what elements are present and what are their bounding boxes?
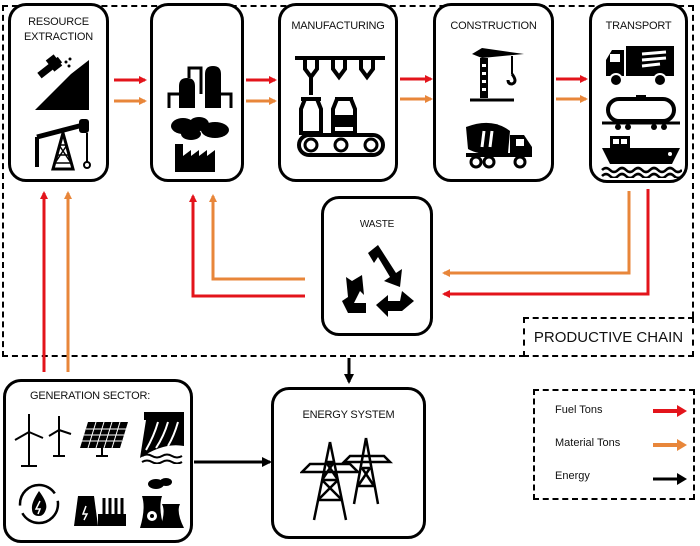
wind-turbine-icon (14, 414, 72, 467)
material-arrow-transport-waste (442, 191, 631, 277)
power-transmission-tower-icon (300, 437, 394, 521)
hydro-renewable-icon (18, 483, 60, 525)
fuel-arrow-transport-waste (442, 189, 650, 298)
stage-label: MANUFACTURING (291, 20, 385, 32)
stage-label: CONSTRUCTION (450, 20, 537, 32)
factory-smoke-icon (171, 117, 229, 172)
hydro-dam-icon (140, 412, 184, 464)
material-arrow-waste-processing (209, 194, 305, 281)
assembly-line-icon (295, 56, 385, 157)
concrete-mixer-icon (466, 122, 532, 169)
legend-swatch-energy-arrow (653, 473, 687, 485)
legend-label-material: Material Tons (555, 437, 621, 449)
productive-chain-label: PRODUCTIVE CHAIN (533, 329, 684, 346)
generation-sector-box: GENERATION SECTOR: (3, 379, 193, 543)
generation-sector-label: GENERATION SECTOR: (30, 390, 151, 402)
stage-processing (150, 3, 244, 182)
legend-swatch-fuel-arrow (653, 405, 687, 417)
energy-system-box: ENERGY SYSTEM (271, 387, 426, 539)
tanker-rail-car-icon (602, 95, 680, 130)
waste-label: WASTE (359, 219, 395, 230)
stage-construction: CONSTRUCTION (433, 3, 554, 182)
stage-label: TRANSPORT (605, 20, 672, 32)
energy-system-label: ENERGY SYSTEM (302, 409, 395, 421)
waste-box: WASTE (321, 196, 433, 336)
legend-swatch-material-arrow (653, 439, 687, 451)
legend-label-energy: Energy (555, 470, 590, 482)
stage-manufacturing: MANUFACTURING (278, 3, 398, 182)
legend: Fuel Tons Material Tons Energy (533, 389, 695, 500)
mining-icon (35, 54, 89, 110)
fuel-arrow-waste-processing (189, 194, 305, 298)
truck-icon (606, 46, 674, 87)
refinery-icon (167, 66, 233, 108)
chain-arrows (114, 75, 588, 105)
legend-label-fuel: Fuel Tons (555, 404, 603, 416)
ship-icon (601, 136, 682, 178)
nuclear-plant-icon (140, 478, 184, 528)
thermal-power-plant-icon (74, 496, 126, 526)
crane-icon (470, 48, 524, 102)
recycle-icon (342, 245, 414, 317)
productive-chain-label-box: PRODUCTIVE CHAIN (523, 317, 694, 357)
stage-transport: TRANSPORT (589, 3, 688, 183)
oil-pump-icon (35, 119, 91, 171)
solar-panel-icon (80, 421, 128, 457)
